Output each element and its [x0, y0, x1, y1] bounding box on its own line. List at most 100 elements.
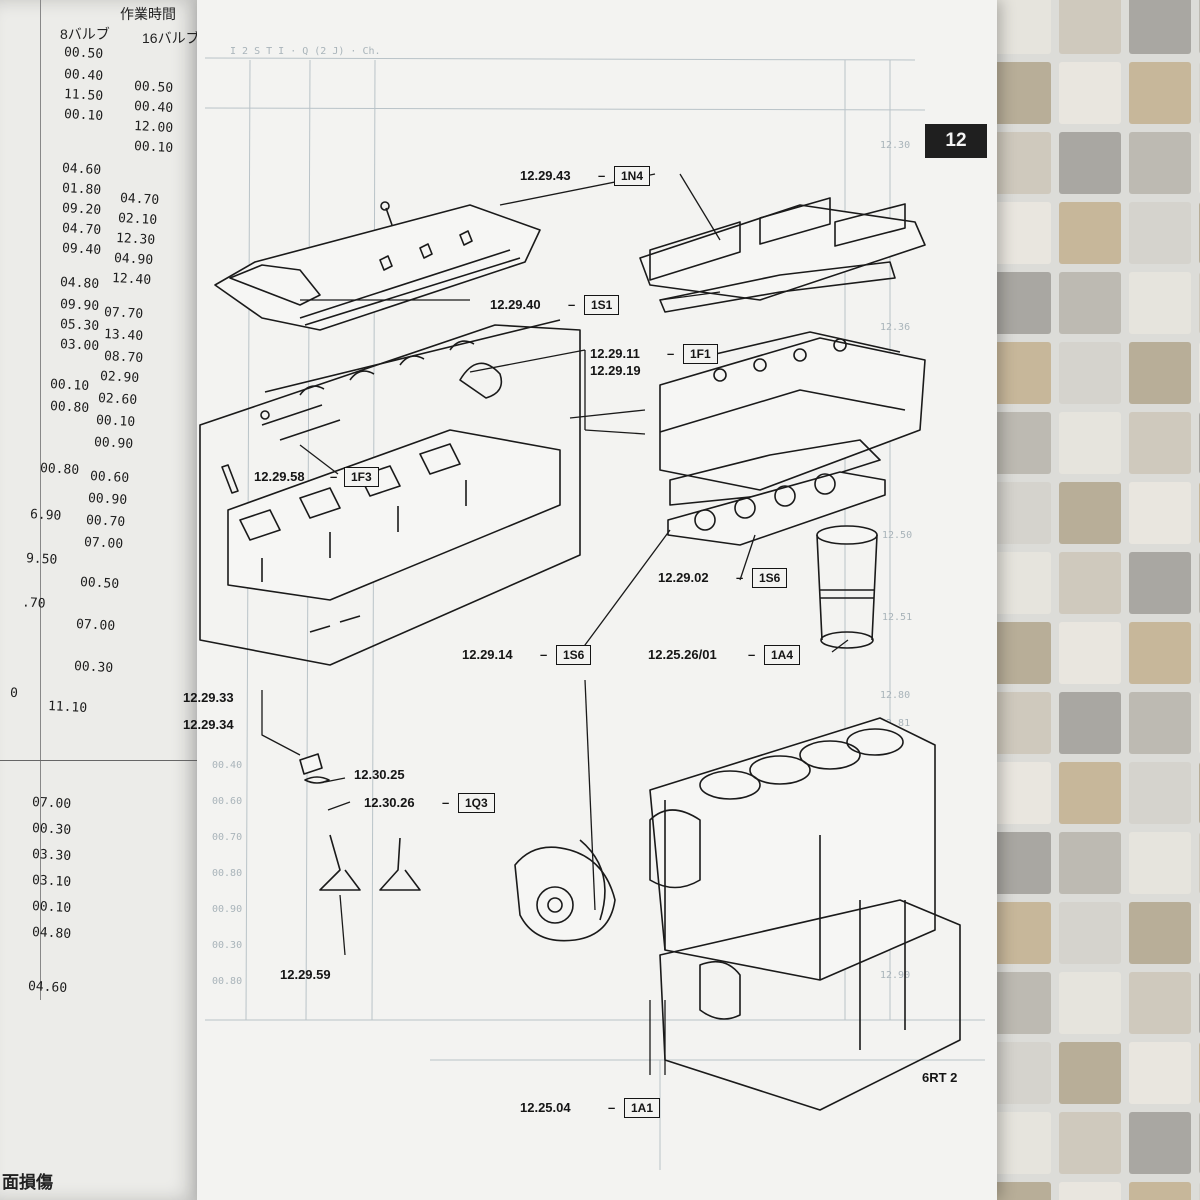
faint-text: 00.40 — [212, 760, 243, 771]
label-dash: – — [330, 469, 338, 484]
valve-spring-drawing — [299, 753, 421, 891]
mosaic-tile — [1059, 552, 1121, 614]
operation-code-box: 1S6 — [556, 645, 592, 665]
part-number-label: 12.25.26/01 — [648, 647, 717, 662]
label-dash: – — [667, 346, 675, 361]
operation-code-box: 1S1 — [584, 295, 620, 315]
faint-text: 12.81 — [880, 718, 911, 729]
mosaic-tile — [1129, 482, 1191, 544]
part-number-label: 12.29.11 — [590, 346, 640, 361]
label-dash: – — [598, 168, 606, 183]
label-dash: – — [748, 647, 756, 662]
mosaic-tile — [1129, 1042, 1191, 1104]
mosaic-tile — [1059, 972, 1121, 1034]
mosaic-tile — [1129, 972, 1191, 1034]
mosaic-tile — [1129, 832, 1191, 894]
operation-code-box: 1Q3 — [458, 793, 495, 813]
part-number-label: 12.29.33 — [183, 690, 234, 705]
footer-text: 面損傷 — [2, 1173, 53, 1192]
faint-text: 00.30 — [212, 940, 243, 951]
part-number-label: 12.25.04 — [520, 1100, 571, 1115]
header-8-valve: 8バルブ — [60, 26, 110, 42]
mosaic-tile — [1129, 132, 1191, 194]
part-number-label: 12.29.59 — [280, 967, 331, 982]
head-gasket-drawing — [667, 471, 886, 546]
operation-code-box: 1A4 — [764, 645, 801, 665]
faint-text: 00.60 — [212, 796, 243, 807]
page-reference: 6RT 2 — [922, 1070, 958, 1085]
cylinder-liner-drawing — [816, 525, 878, 649]
mosaic-tile — [1129, 1182, 1191, 1200]
valve-cover-drawing — [214, 201, 541, 331]
part-number-label: 12.29.58 — [254, 469, 305, 484]
engine-block-drawing — [649, 717, 961, 1111]
mosaic-tile — [1059, 902, 1121, 964]
faint-text: 12.30 — [880, 140, 911, 151]
mosaic-tile — [989, 692, 1051, 754]
mosaic-tile — [1129, 202, 1191, 264]
mosaic-tile — [1059, 132, 1121, 194]
mosaic-tile — [1059, 1182, 1121, 1200]
mosaic-tile — [1059, 832, 1121, 894]
header-16-valve: 16バルブ — [142, 30, 200, 46]
operation-code-box: 1F1 — [683, 344, 718, 364]
faint-text: 00.80 — [212, 976, 243, 987]
part-number-label: 12.29.40 — [490, 297, 541, 312]
part-number-label: 12.29.34 — [183, 717, 234, 732]
mosaic-tile — [1129, 62, 1191, 124]
part-number-label: 12.30.25 — [354, 767, 405, 782]
faint-text: 12.90 — [880, 970, 911, 981]
operation-code-box: 1F3 — [344, 467, 379, 487]
mosaic-tile — [1129, 0, 1191, 54]
mosaic-tile — [989, 62, 1051, 124]
mosaic-tile — [989, 1182, 1051, 1200]
left-page: 作業時間 8バルブ 16バルブ 00.50 00.40 11.50 00.10 … — [0, 0, 200, 1200]
mosaic-tile — [989, 342, 1051, 404]
label-dash: – — [736, 570, 744, 585]
mosaic-tile — [1059, 622, 1121, 684]
label-dash: – — [540, 647, 548, 662]
mosaic-tile — [1059, 412, 1121, 474]
faint-text: 00.80 — [212, 868, 243, 879]
label-dash: – — [568, 297, 576, 312]
mosaic-tile — [989, 272, 1051, 334]
mosaic-tile — [1129, 412, 1191, 474]
mosaic-tile — [989, 482, 1051, 544]
cylinder-head-right-drawing — [659, 331, 926, 506]
mosaic-tile — [989, 552, 1051, 614]
mosaic-tile — [1129, 902, 1191, 964]
mosaic-tile — [989, 832, 1051, 894]
mosaic-tile — [989, 622, 1051, 684]
mosaic-tile — [989, 202, 1051, 264]
operation-code-box: 1N4 — [614, 166, 651, 186]
mosaic-tile — [1129, 552, 1191, 614]
mosaic-tile — [1129, 342, 1191, 404]
faint-text: I 2 S T I · Q (2 J) · Ch. — [230, 46, 381, 57]
faint-text: 12.51 — [882, 612, 913, 623]
tiled-background — [985, 0, 1200, 1200]
faint-text: 12.80 — [880, 690, 911, 701]
part-number-label: 12.29.14 — [462, 647, 513, 662]
mosaic-tile — [989, 902, 1051, 964]
mosaic-tile — [1059, 202, 1121, 264]
cam-cover-drawing — [639, 197, 926, 313]
mosaic-tile — [989, 0, 1051, 54]
section-tab: 12 — [925, 124, 987, 158]
operation-code-box: 1S6 — [752, 568, 788, 588]
faint-text: 12.36 — [880, 322, 911, 333]
faint-text: 00.70 — [212, 832, 243, 843]
mosaic-tile — [1059, 272, 1121, 334]
mosaic-tile — [1129, 622, 1191, 684]
operation-code-box: 1A1 — [624, 1098, 661, 1118]
mosaic-tile — [1059, 1042, 1121, 1104]
mosaic-tile — [989, 412, 1051, 474]
column-divider — [40, 0, 41, 1000]
faint-text: 12.50 — [882, 530, 913, 541]
time-header: 作業時間 — [120, 6, 176, 22]
faint-text: 00.90 — [212, 904, 243, 915]
mosaic-tile — [1059, 762, 1121, 824]
label-dash: – — [608, 1100, 616, 1115]
part-number-label: 12.30.26 — [364, 795, 415, 810]
